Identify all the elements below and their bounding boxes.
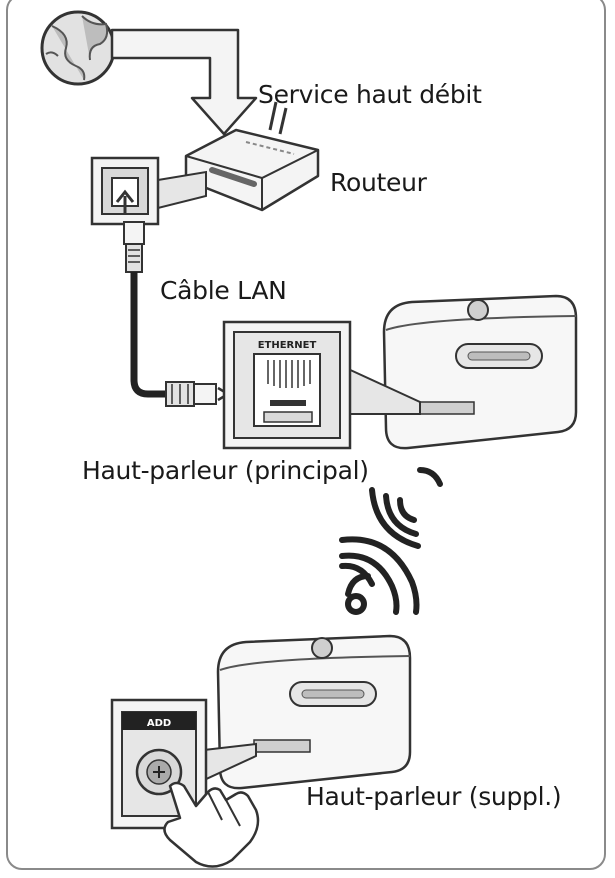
router-label: Routeur xyxy=(330,168,427,197)
lan-cable-label: Câble LAN xyxy=(160,276,287,305)
ethernet-port-callout: ETHERNET xyxy=(222,320,421,450)
extra-speaker-icon xyxy=(216,634,412,790)
main-speaker-label: Haut-parleur (principal) xyxy=(82,456,369,485)
wifi-signal-extra-icon xyxy=(339,536,420,615)
extra-speaker-label: Haut-parleur (suppl.) xyxy=(306,782,562,811)
add-port-label: ADD xyxy=(147,718,171,729)
pressing-hand-icon xyxy=(163,781,260,868)
wifi-signal-main-icon xyxy=(369,467,443,549)
router-port-callout xyxy=(90,156,207,226)
globe-icon xyxy=(40,10,116,86)
ethernet-port-label: ETHERNET xyxy=(258,340,317,351)
lan-cable xyxy=(123,221,231,407)
broadband-arrow xyxy=(110,28,258,136)
main-speaker-icon xyxy=(382,294,578,450)
broadband-label: Service haut débit xyxy=(258,80,482,109)
